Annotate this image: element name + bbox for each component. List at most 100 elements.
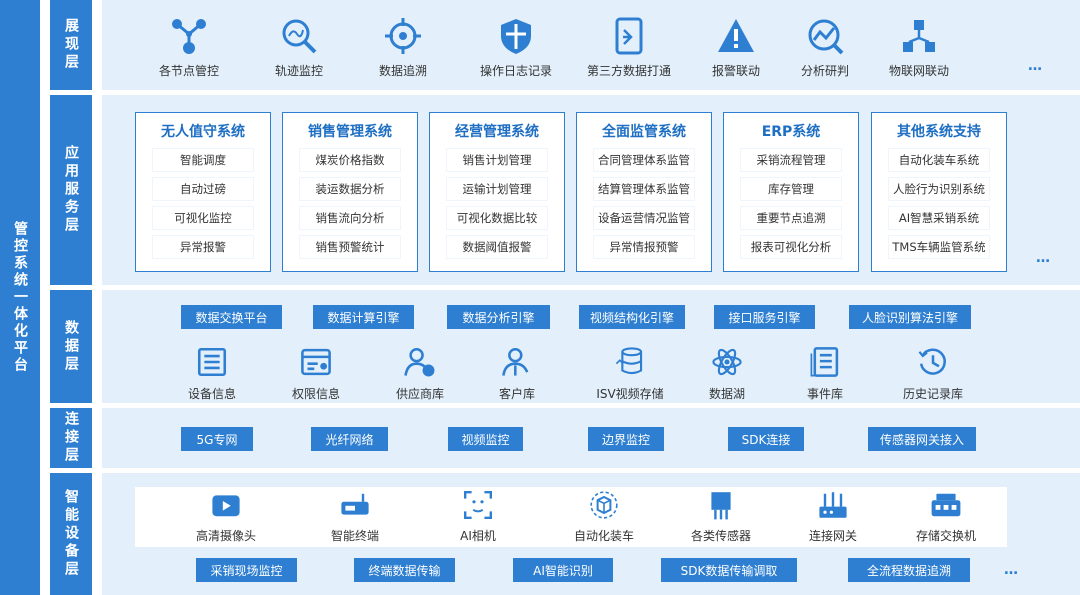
- data-engine-pill: 数据分析引擎: [447, 305, 550, 329]
- presentation-item-analysis: 分析研判: [765, 16, 885, 79]
- system-item: 异常情报预警: [594, 236, 694, 258]
- system-item: 采销流程管理: [741, 149, 841, 171]
- connection-pill: SDK连接: [728, 427, 804, 451]
- system-item: 销售预警统计: [300, 236, 400, 258]
- presentation-layer: [102, 0, 1080, 90]
- system-item: 煤炭价格指数: [300, 149, 400, 171]
- device-item-storage-switch: 存储交换机: [886, 489, 1006, 544]
- data-item-data-lake: 数据湖: [667, 345, 787, 402]
- atom-icon: [712, 348, 742, 376]
- layer-label-device: 智能设备层: [50, 473, 92, 595]
- sensor-icon: [711, 492, 731, 520]
- presentation-item-trajectory: 轨迹监控: [239, 16, 359, 79]
- device-function-pill: SDK数据传输调取: [661, 558, 797, 582]
- analysis-chart-icon: [808, 19, 844, 55]
- crosshair-target-icon: [385, 18, 421, 54]
- device-item-gateway: 连接网关: [773, 489, 893, 544]
- system-item: 库存管理: [741, 178, 841, 200]
- data-item-isv-video: ISV视频存储: [570, 345, 690, 402]
- system-item: 销售计划管理: [447, 149, 547, 171]
- data-engine-pill: 人脸识别算法引擎: [849, 305, 971, 329]
- data-engine-pill: 数据交换平台: [181, 305, 282, 329]
- system-item: 自动过磅: [153, 178, 253, 200]
- system-item: 异常报警: [153, 236, 253, 258]
- presentation-more: …: [1028, 58, 1044, 74]
- system-item: 可视化数据比较: [447, 207, 547, 229]
- trajectory-search-icon: [282, 19, 317, 54]
- data-item-supplier: 供应商库: [360, 345, 480, 402]
- data-engine-pill: 视频结构化引擎: [579, 305, 685, 329]
- connection-pill: 传感器网关接入: [868, 427, 976, 451]
- system-item: 人脸行为识别系统: [889, 178, 989, 200]
- system-item: 可视化监控: [153, 207, 253, 229]
- presentation-item-iot: 物联网联动: [859, 16, 979, 79]
- face-scan-icon: [464, 491, 492, 519]
- system-item: 销售流向分析: [300, 207, 400, 229]
- platform-title-bar: 管控系统一体化平台: [0, 0, 40, 595]
- auto-loading-icon: [590, 491, 618, 519]
- history-clock-icon: [918, 348, 946, 375]
- connection-pill: 视频监控: [448, 427, 523, 451]
- system-card-operation: 经营管理系统 销售计划管理 运输计划管理 可视化数据比较 数据阈值报警: [429, 112, 565, 272]
- connection-pill: 边界监控: [588, 427, 664, 451]
- event-list-icon: [810, 347, 839, 377]
- system-item: AI智慧采销系统: [889, 207, 989, 229]
- system-item: 结算管理体系监管: [594, 178, 694, 200]
- layer-label-application: 应用服务层: [50, 95, 92, 285]
- storage-switch-icon: [931, 493, 961, 517]
- device-list-icon: [197, 347, 227, 377]
- document-arrow-icon: [615, 17, 643, 55]
- presentation-item-data-trace: 数据追溯: [343, 16, 463, 79]
- device-item-hd-camera: 高清摄像头: [166, 489, 286, 544]
- device-strip: [135, 487, 1007, 547]
- layer-label-connection: 连接层: [50, 408, 92, 468]
- system-item: 合同管理体系监管: [594, 149, 694, 171]
- platform-title: 管控系统一体化平台: [12, 221, 28, 374]
- system-item: 装运数据分析: [300, 178, 400, 200]
- device-item-sensors: 各类传感器: [661, 489, 781, 544]
- terminal-router-icon: [341, 493, 369, 515]
- system-item: 设备运营情况监管: [594, 207, 694, 229]
- system-item: 重要节点追溯: [741, 207, 841, 229]
- data-item-history: 历史记录库: [873, 345, 993, 402]
- device-item-smart-terminal: 智能终端: [295, 489, 415, 544]
- device-function-pill: 全流程数据追溯: [848, 558, 970, 582]
- customer-user-icon: [502, 347, 529, 376]
- system-card-unattended: 无人值守系统 智能调度 自动过磅 可视化监控 异常报警: [135, 112, 271, 272]
- database-sync-icon: [615, 347, 643, 375]
- data-engine-pill: 数据计算引擎: [313, 305, 414, 329]
- layer-label-data: 数据层: [50, 290, 92, 403]
- connection-pill: 光纤网络: [311, 427, 388, 451]
- presentation-item-alarm: 报警联动: [676, 16, 796, 79]
- device-function-pill: 终端数据传输: [354, 558, 455, 582]
- device-more: …: [1004, 562, 1020, 578]
- gateway-icon: [819, 492, 847, 518]
- device-item-ai-camera: AI相机: [418, 489, 538, 544]
- data-engine-pill: 接口服务引擎: [714, 305, 815, 329]
- system-item: 智能调度: [153, 149, 253, 171]
- presentation-item-node-control: 各节点管控: [129, 16, 249, 79]
- connection-pill: 5G专网: [181, 427, 253, 451]
- device-function-pill: AI智能识别: [513, 558, 613, 582]
- node-network-icon: [172, 19, 206, 54]
- presentation-item-operation-log: 操作日志记录: [456, 16, 576, 79]
- iot-cubes-icon: [903, 20, 935, 52]
- data-item-customer: 客户库: [457, 345, 577, 402]
- system-item: 报表可视化分析: [741, 236, 841, 258]
- data-item-permission: 权限信息: [256, 345, 376, 402]
- permission-card-icon: [301, 348, 331, 376]
- device-function-pill: 采销现场监控: [196, 558, 297, 582]
- system-card-erp: ERP系统 采销流程管理 库存管理 重要节点追溯 报表可视化分析: [723, 112, 859, 272]
- system-item: 运输计划管理: [447, 178, 547, 200]
- video-camera-icon: [212, 495, 240, 517]
- system-item: TMS车辆监管系统: [889, 236, 989, 258]
- supplier-user-icon: [404, 347, 435, 377]
- system-item: 自动化装车系统: [889, 149, 989, 171]
- layer-label-presentation: 展现层: [50, 0, 92, 90]
- shield-icon: [501, 19, 531, 54]
- application-more: …: [1036, 250, 1052, 266]
- data-item-device-info: 设备信息: [152, 345, 272, 402]
- system-card-supervision: 全面监管系统 合同管理体系监管 结算管理体系监管 设备运营情况监管 异常情报预警: [576, 112, 712, 272]
- presentation-item-third-party: 第三方数据打通: [569, 16, 689, 79]
